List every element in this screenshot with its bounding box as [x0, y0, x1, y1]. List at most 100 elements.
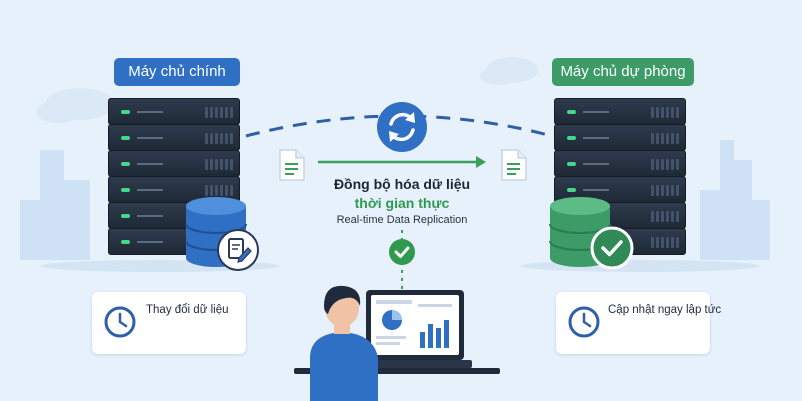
vent: [230, 107, 233, 118]
vent: [661, 107, 664, 118]
status-led: [121, 162, 130, 166]
data-change-text: Thay đổi dữ liệu: [146, 304, 229, 316]
vent: [225, 185, 228, 196]
vent: [661, 133, 664, 144]
drive-slot: [137, 111, 163, 113]
vent: [220, 107, 223, 118]
vent: [676, 185, 679, 196]
vent: [225, 159, 228, 170]
vent: [676, 133, 679, 144]
vent: [656, 185, 659, 196]
vent: [225, 133, 228, 144]
vent: [215, 159, 218, 170]
vent: [651, 107, 654, 118]
vent: [666, 211, 669, 222]
vent: [225, 107, 228, 118]
vent: [215, 107, 218, 118]
vent: [230, 133, 233, 144]
sync-english-caption: Real-time Data Replication: [336, 214, 468, 226]
drive-slot: [137, 163, 163, 165]
server-unit: [108, 98, 240, 125]
person-at-laptop: [294, 285, 500, 401]
vent: [210, 133, 213, 144]
person-icon: [310, 285, 378, 401]
clock-icon: [568, 306, 600, 338]
vent: [210, 107, 213, 118]
vent: [651, 133, 654, 144]
vent: [666, 237, 669, 248]
vent: [205, 107, 208, 118]
status-led: [121, 240, 130, 244]
edit-icon: [217, 229, 259, 271]
vent: [220, 185, 223, 196]
status-led: [567, 110, 576, 114]
vent: [656, 237, 659, 248]
server-unit: [108, 124, 240, 151]
vent: [651, 211, 654, 222]
vent: [671, 133, 674, 144]
check-icon: [389, 239, 415, 265]
server-unit: [554, 124, 686, 151]
laptop-icon: [360, 290, 472, 368]
instant-update-card: Cập nhật ngay lập tức: [556, 292, 721, 354]
vent: [230, 185, 233, 196]
check-icon: [590, 226, 634, 270]
clock-icon: [104, 306, 136, 338]
server-unit: [554, 98, 686, 125]
vent: [656, 107, 659, 118]
vent: [210, 185, 213, 196]
vent: [651, 237, 654, 248]
vent: [671, 107, 674, 118]
vent: [671, 211, 674, 222]
drive-slot: [137, 215, 163, 217]
vent: [671, 159, 674, 170]
vent: [205, 185, 208, 196]
sync-subtitle: thời gian thực: [354, 195, 450, 211]
status-led: [121, 214, 130, 218]
vent: [651, 185, 654, 196]
document-icon: [501, 149, 527, 181]
sync-title: Đồng bộ hóa dữ liệu: [333, 176, 471, 192]
instant-update-text: Cập nhật ngay lập tức: [608, 304, 722, 316]
vent: [661, 185, 664, 196]
vent: [666, 133, 669, 144]
vent: [676, 211, 679, 222]
status-led: [567, 188, 576, 192]
drive-slot: [583, 189, 609, 191]
vent: [666, 159, 669, 170]
server-unit: [554, 150, 686, 177]
vent: [676, 107, 679, 118]
status-led: [121, 188, 130, 192]
vent: [215, 133, 218, 144]
vent: [651, 159, 654, 170]
server-unit: [108, 150, 240, 177]
vent: [220, 159, 223, 170]
status-led: [121, 110, 130, 114]
vent: [666, 107, 669, 118]
primary-server-label: Máy chủ chính: [114, 58, 240, 86]
vent: [671, 237, 674, 248]
drive-slot: [137, 189, 163, 191]
drive-slot: [583, 137, 609, 139]
vent: [666, 185, 669, 196]
vent: [661, 237, 664, 248]
vent: [661, 211, 664, 222]
vent: [210, 159, 213, 170]
vent: [230, 159, 233, 170]
vent: [676, 237, 679, 248]
drive-slot: [583, 111, 609, 113]
drive-slot: [583, 163, 609, 165]
vent: [676, 159, 679, 170]
vent: [215, 185, 218, 196]
vent: [661, 159, 664, 170]
vent: [220, 133, 223, 144]
drive-slot: [137, 241, 163, 243]
vent: [656, 159, 659, 170]
server-unit: [554, 176, 686, 203]
status-led: [567, 162, 576, 166]
vent: [205, 159, 208, 170]
document-icon: [279, 149, 305, 181]
sync-icon: [377, 102, 427, 152]
drive-slot: [137, 137, 163, 139]
vent: [656, 133, 659, 144]
